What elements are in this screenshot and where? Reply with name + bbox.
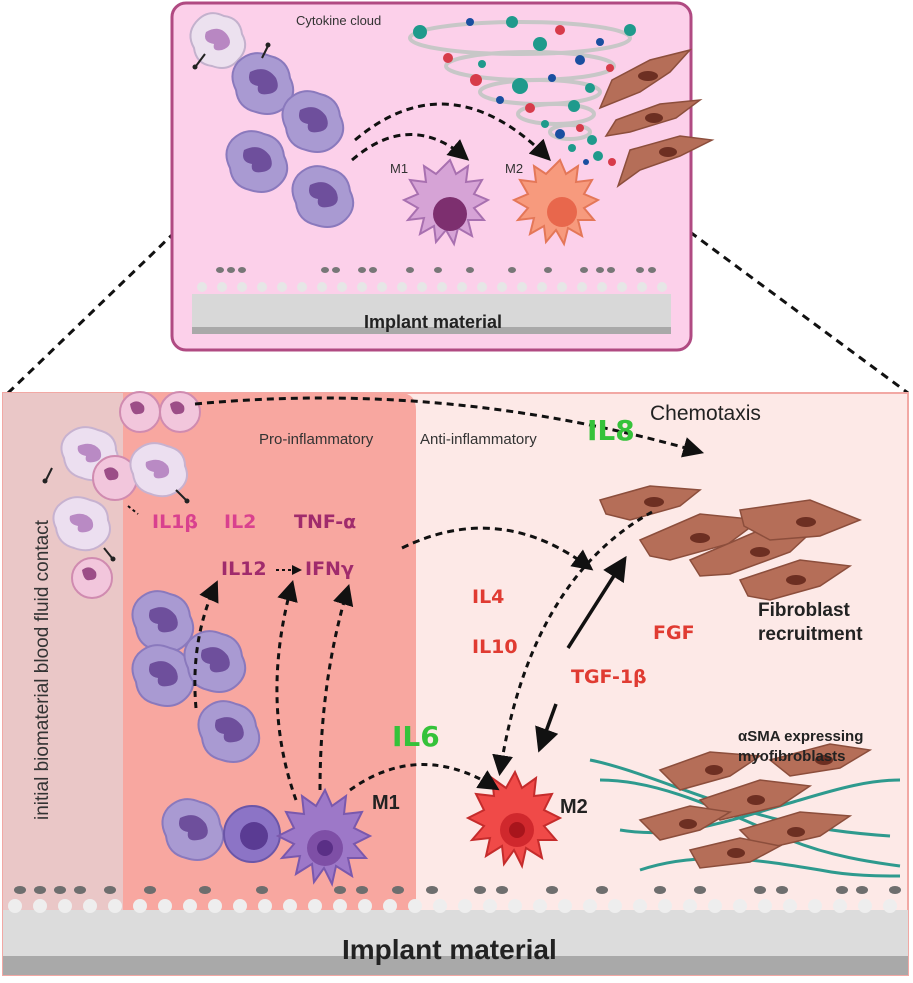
il4-label: IL4 [472, 586, 505, 608]
top-panel [170, 1, 715, 352]
il12-label: IL12 [221, 558, 267, 580]
contact-label: initial biomaterial blood fluid contact [32, 520, 53, 820]
top-cell-2 [281, 90, 345, 153]
bottom-implant-label: Implant material [342, 934, 557, 965]
fibroblast-group [598, 485, 863, 601]
top-m1-label: M1 [390, 161, 409, 176]
m1-to-m2-arrow [349, 763, 500, 792]
il6-label: IL6 [392, 720, 440, 753]
zoom-line-left [6, 230, 177, 395]
bottom-surface-grains [14, 886, 901, 894]
top-m2-macrophage [511, 158, 601, 247]
il1b-small-arrow [127, 505, 139, 515]
monocyte-to-il12-arrow [193, 580, 219, 709]
top-cell-4 [291, 165, 355, 228]
il8-label: IL8 [587, 414, 635, 447]
top-surface-dots [197, 282, 667, 292]
m2-to-fibroblast-arrow [566, 555, 627, 649]
top-cell-pale [189, 12, 247, 70]
tgf-label: TGF-1β [571, 666, 647, 688]
tnfa-label: TNF-α [294, 511, 357, 533]
m2-macrophage [465, 769, 563, 869]
top-m2-label: M2 [505, 161, 524, 176]
bottom-panel [2, 391, 909, 976]
top-cell-3 [225, 130, 289, 193]
anti-inflammatory-label: Anti-inflammatory [420, 431, 537, 448]
neutrophil-cluster [42, 391, 201, 599]
pro-inflammatory-label: Pro-inflammatory [259, 431, 374, 448]
cytokine-dots [413, 16, 636, 166]
fibroblast-to-m2-dashed-arrow [492, 510, 653, 777]
asma-label-line2: myofibroblasts [738, 748, 846, 765]
myofibroblast-group [589, 743, 901, 878]
top-arrow-to-m1 [351, 133, 470, 162]
il1b-label: IL1β [152, 511, 198, 533]
asma-label-line1: αSMA expressing [738, 728, 864, 745]
fibroblast-label-line2: recruitment [758, 624, 863, 645]
il2-label: IL2 [224, 511, 257, 533]
il10-label: IL10 [472, 636, 518, 658]
bottom-surface-dots [8, 899, 897, 913]
top-arrow-to-m2 [354, 102, 551, 161]
ifng-label: IFNγ [305, 558, 354, 580]
m1-macrophage [275, 787, 373, 887]
chemotaxis-label: Chemotaxis [650, 402, 761, 425]
zoom-line-right [689, 230, 909, 395]
m1-to-il12-arrow [275, 579, 298, 801]
m1-label: M1 [372, 792, 400, 814]
top-implant-label: Implant material [364, 312, 503, 332]
m2-label: M2 [560, 796, 588, 818]
ifng-to-fibroblast-arrow [401, 526, 594, 571]
top-surface-grains [216, 267, 656, 273]
monocyte-group [131, 590, 281, 863]
cytokine-swirl [408, 20, 632, 141]
top-m1-macrophage [401, 158, 491, 247]
top-fibroblasts [598, 48, 715, 188]
fibroblast-to-m2-solid-arrow [535, 703, 559, 753]
m1-to-ifng-arrow [318, 583, 354, 791]
fibroblast-label-line1: Fibroblast [758, 600, 850, 621]
chemotaxis-arrow [194, 396, 705, 458]
cytokine-cloud-label: Cytokine cloud [296, 13, 382, 28]
fgf-label: FGF [653, 622, 695, 644]
